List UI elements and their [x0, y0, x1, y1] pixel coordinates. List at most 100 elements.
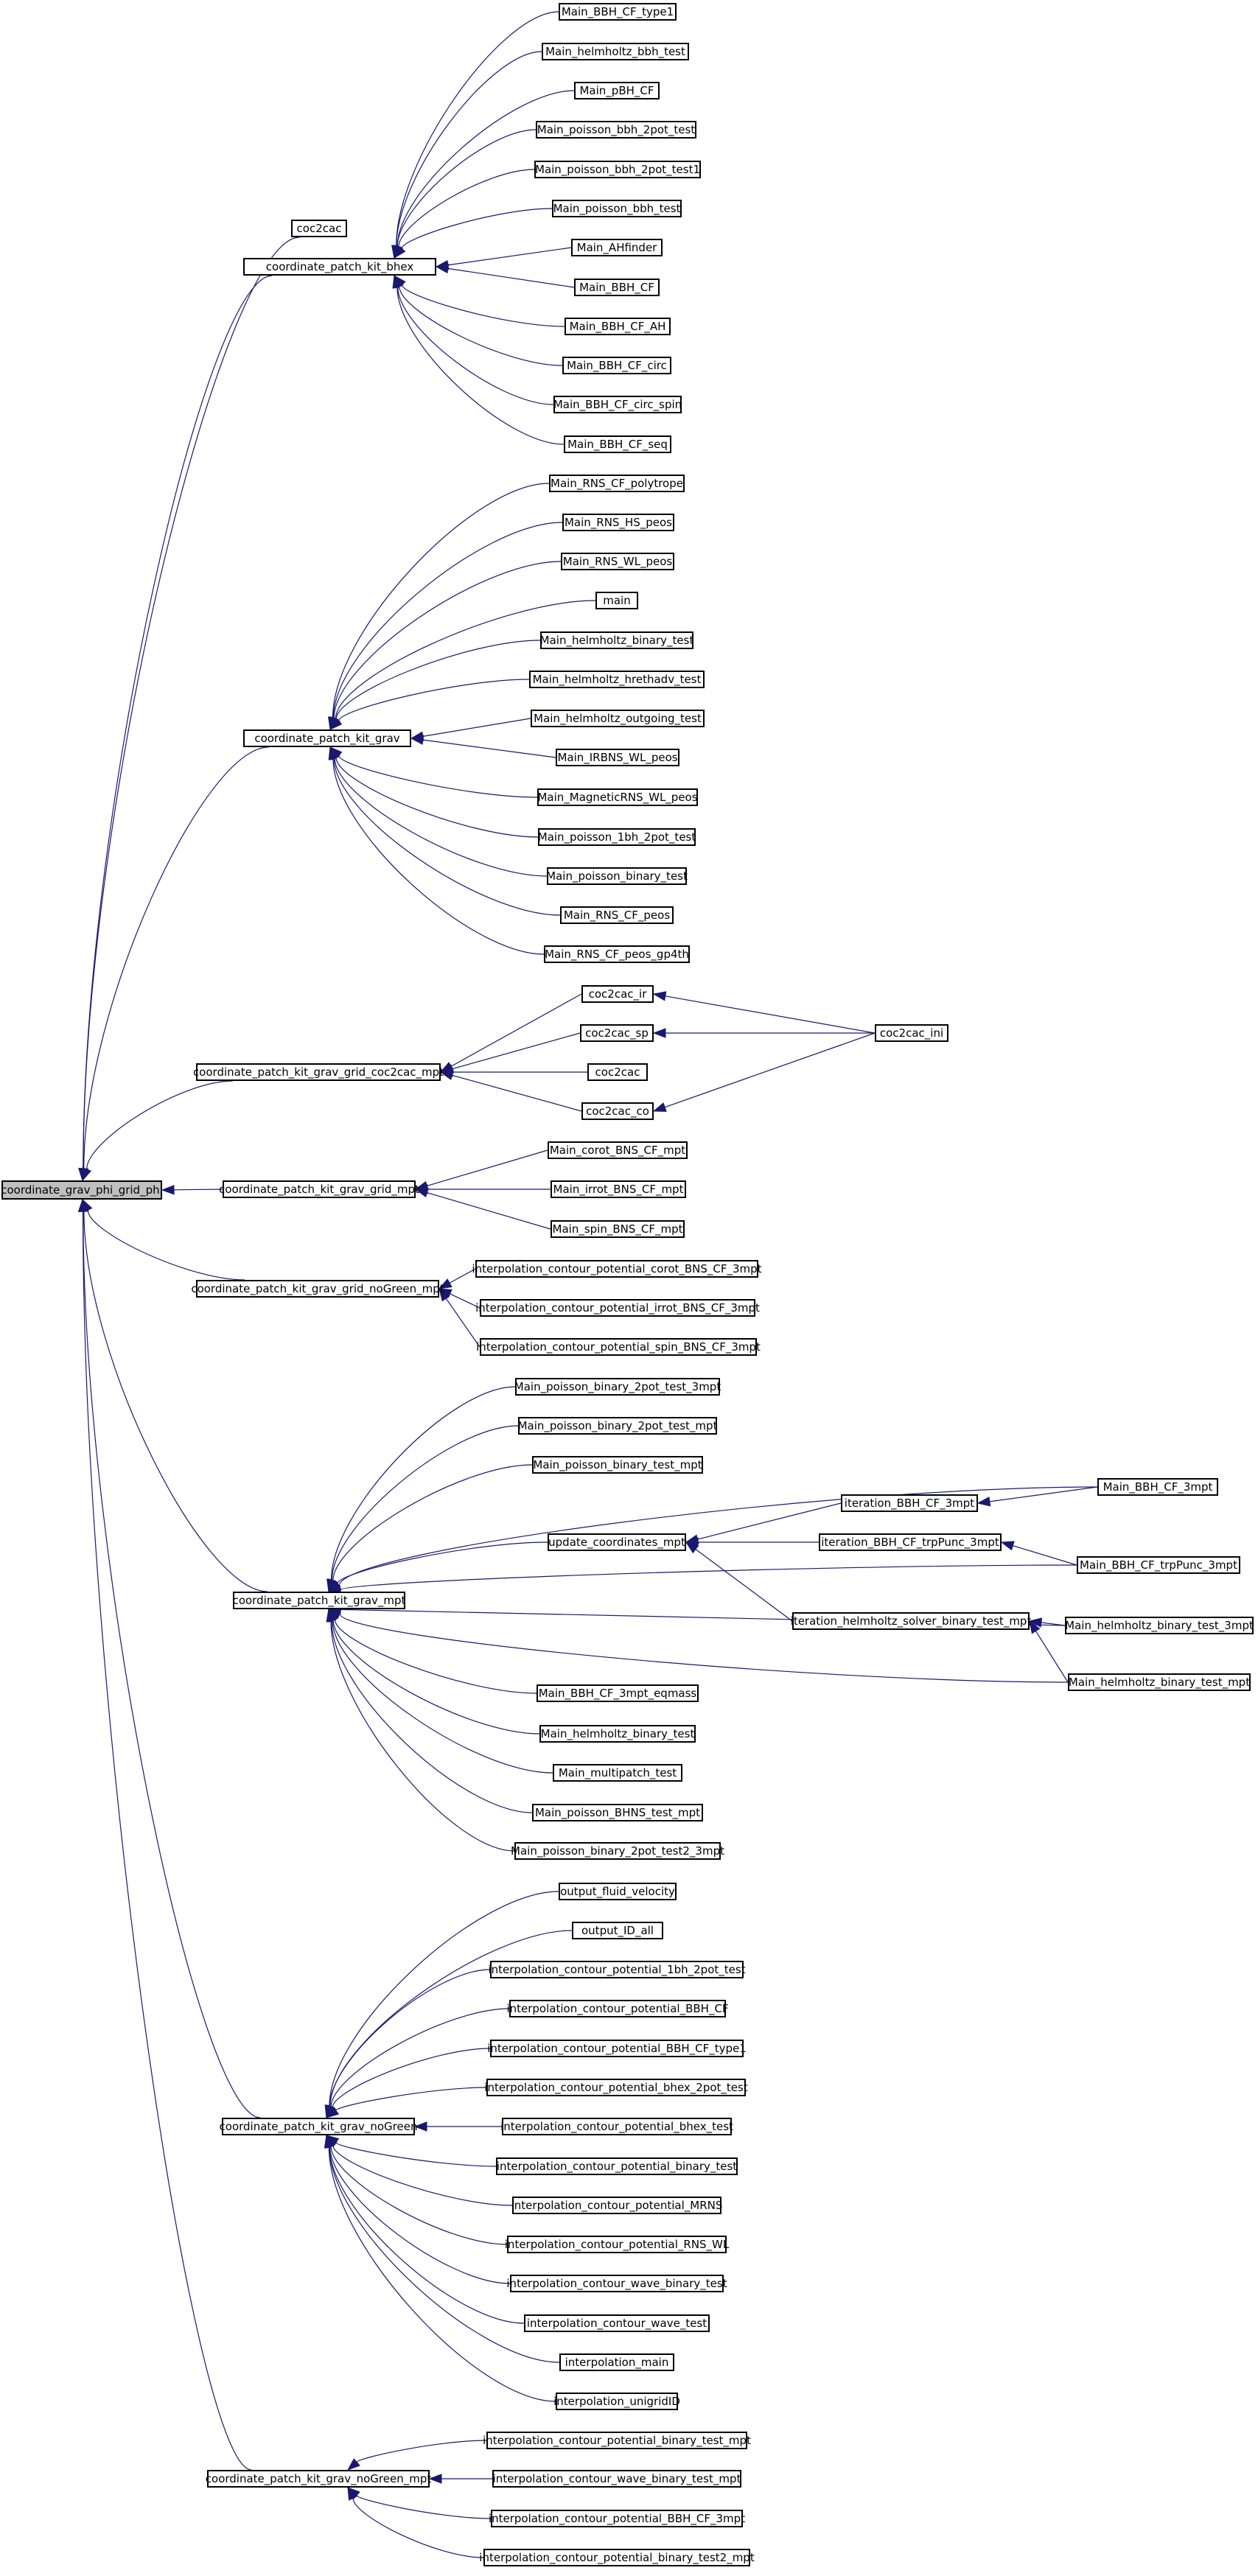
node-main-poisson-bhns-test-mpt[interactable]: Main_poisson_BHNS_test_mpt — [532, 1804, 703, 1821]
node-main-multipatch-test[interactable]: Main_multipatch_test — [553, 1764, 682, 1782]
node-patch-kit-grav-nogreen[interactable]: coordinate_patch_kit_grav_noGreen — [220, 2118, 417, 2135]
edge-grid_mpt-to-root-arrowhead — [161, 1185, 175, 1195]
node-main-poisson-binary-2pot-test-3mpt[interactable]: Main_poisson_binary_2pot_test_3mpt — [514, 1378, 721, 1396]
node-main-helmholtz-binary-test[interactable]: Main_helmholtz_binary_test — [540, 631, 693, 649]
node-patch-kit-grav-grid-coc2cac-mpt[interactable]: coordinate_patch_kit_grav_grid_coc2cac_m… — [193, 1063, 444, 1081]
node-interp-contour-potential-1bh-2pot-test[interactable]: interpolation_contour_potential_1bh_2pot… — [488, 1961, 746, 1978]
node-main-poisson-binary-test[interactable]: Main_poisson_binary_test — [546, 867, 688, 885]
node-interpolation-main[interactable]: interpolation_main — [559, 2353, 674, 2371]
edge-gmp_p2t3-to-grav_mpt — [330, 1386, 516, 1581]
edge-grav_p1bh-to-grav — [335, 757, 539, 838]
node-patch-kit-bhex[interactable]: coordinate_patch_kit_bhex — [243, 258, 436, 276]
node-main-bbh-cf-circ[interactable]: Main_BBH_CF_circ — [562, 357, 671, 374]
node-interp-contour-potential-irrot-bns-cf-3mpt[interactable]: interpolation_contour_potential_irrot_BN… — [475, 1299, 760, 1317]
node-patch-kit-grav-grid-nogreen-mpt[interactable]: coordinate_patch_kit_grav_grid_noGreen_m… — [191, 1280, 444, 1298]
node-main-helmholtz-bbh-test[interactable]: Main_helmholtz_bbh_test — [542, 43, 689, 60]
node-main-poisson-1bh-2pot-test[interactable]: Main_poisson_1bh_2pot_test — [538, 828, 696, 846]
edge-c2c_ir-to-c2c_mpt — [450, 993, 582, 1067]
node-main-poisson-binary-test-mpt[interactable]: Main_poisson_binary_test_mpt — [532, 1456, 703, 1474]
node-main-bbh-cf-3mpt[interactable]: Main_BBH_CF_3mpt — [1097, 1478, 1218, 1496]
node-main-bbh-cf-seq[interactable]: Main_BBH_CF_seq — [564, 435, 671, 453]
node-interp-contour-wave-binary-test-mpt[interactable]: interpolation_contour_wave_binary_test_m… — [492, 2470, 741, 2488]
node-interp-contour-potential-bbh-cf[interactable]: interpolation_contour_potential_BBH_CF — [506, 2000, 729, 2017]
node-main-ahfinder[interactable]: Main_AHfinder — [571, 239, 663, 256]
node-interp-contour-potential-bhex-test[interactable]: interpolation_contour_potential_bhex_tes… — [500, 2118, 733, 2135]
node-interp-contour-potential-bbh-cf-type1[interactable]: interpolation_contour_potential_BBH_CF_t… — [487, 2040, 747, 2057]
edge-bhex-to-root — [83, 275, 273, 1169]
node-interp-contour-potential-corot-bns-cf-3mpt[interactable]: interpolation_contour_potential_corot_BN… — [472, 1260, 762, 1278]
node-main-bbh-cf[interactable]: Main_BBH_CF — [574, 279, 660, 296]
edge-grav_poly-to-grav — [332, 483, 550, 718]
node-main-poisson-bbh-test[interactable]: Main_poisson_bbh_test — [552, 200, 682, 217]
node-main-magneticrns-wl-peos[interactable]: Main_MagneticRNS_WL_peos — [537, 788, 698, 806]
node-main-rns-cf-peos-gp4th[interactable]: Main_RNS_CF_peos_gp4th — [544, 945, 690, 963]
node-iteration-bbh-cf-trppunc-3mpt[interactable]: iteration_BBH_CF_trpPunc_3mpt — [819, 1533, 1002, 1551]
edge-gmp_p2tm-to-grav_mpt — [331, 1425, 519, 1581]
edge-grav_helmbin-to-grav — [335, 640, 541, 720]
node-coc2cac-sp[interactable]: coc2cac_sp — [580, 1024, 654, 1042]
node-interp-contour-potential-rns-wl[interactable]: interpolation_contour_potential_RNS_WL — [505, 2236, 729, 2253]
edge-ng_bhex2pot-to-nogreen — [335, 2087, 487, 2111]
node-output-id-all[interactable]: output_ID_all — [572, 1922, 663, 1939]
node-main-poisson-binary-2pot-test2-3mpt[interactable]: Main_poisson_binary_2pot_test2_3mpt — [511, 1842, 724, 1860]
node-main-helmholtz-binary-test-2[interactable]: Main_helmholtz_binary_test — [539, 1725, 696, 1743]
node-main-helmholtz-binary-test-3mpt[interactable]: Main_helmholtz_binary_test_3mpt — [1065, 1617, 1254, 1634]
node-interp-contour-wave-binary-test[interactable]: interpolation_contour_wave_binary_test — [506, 2275, 727, 2292]
node-coc2cac-ini[interactable]: coc2cac_ini — [875, 1024, 948, 1042]
node-interp-contour-potential-bhex-2pot-test[interactable]: interpolation_contour_potential_bhex_2po… — [484, 2079, 748, 2096]
edge-ng_grid_mpt-to-root — [87, 1210, 245, 1281]
node-main-poisson-bbh-2pot-test[interactable]: Main_poisson_bbh_2pot_test — [536, 121, 696, 139]
node-main-helmholtz-outgoing-test[interactable]: Main_helmholtz_outgoing_test — [531, 710, 705, 727]
node-output-fluid-velocity[interactable]: output_fluid_velocity — [559, 1883, 677, 1900]
node-coc2cac-co[interactable]: coc2cac_co — [581, 1102, 654, 1120]
node-main-corot-bns-cf-mpt[interactable]: Main_corot_BNS_CF_mpt — [548, 1141, 688, 1159]
node-main-bbh-cf-type1[interactable]: Main_BBH_CF_type1 — [559, 3, 677, 21]
edge-gmp_ithelm-to-gmp_upd — [695, 1549, 793, 1622]
edge-ng_wave-to-nogreen — [329, 2146, 525, 2324]
node-main-bbh-cf-circ-spin[interactable]: Main_BBH_CF_circ_spin — [553, 396, 682, 413]
node-main-helmholtz-binary-test-mpt[interactable]: Main_helmholtz_binary_test_mpt — [1068, 1673, 1251, 1691]
edge-gmp_bhns-to-grav_mpt — [331, 1620, 533, 1813]
node-patch-kit-grav-nogreen-mpt[interactable]: coordinate_patch_kit_grav_noGreen_mpt — [206, 2470, 431, 2488]
node-interp-contour-potential-binary-test2-mpt[interactable]: interpolation_contour_potential_binary_t… — [479, 2549, 755, 2566]
edge-ngg_irrot-to-ng_grid_mpt — [450, 1293, 481, 1309]
node-main-bbh-cf-3mpt-eqmass[interactable]: Main_BBH_CF_3mpt_eqmass — [537, 1684, 699, 1702]
node-coc2cac-top[interactable]: coc2cac — [291, 220, 347, 237]
node-main-helmholtz-hrethadv-test[interactable]: Main_helmholtz_hrethadv_test — [529, 671, 705, 688]
node-main-irbns-wl-peos[interactable]: Main_IRBNS_WL_peos — [556, 749, 679, 766]
node-interp-contour-potential-binary-test[interactable]: interpolation_contour_potential_binary_t… — [496, 2157, 738, 2175]
node-interp-contour-potential-bbh-cf-3mpt[interactable]: interpolation_contour_potential_BBH_CF_3… — [489, 2510, 745, 2527]
node-main-irrot-bns-cf-mpt[interactable]: Main_irrot_BNS_CF_mpt — [551, 1180, 686, 1198]
node-patch-kit-grav-grid-mpt[interactable]: coordinate_patch_kit_grav_grid_mpt — [219, 1180, 419, 1198]
node-update-coordinates-mpt[interactable]: update_coordinates_mpt — [548, 1533, 686, 1551]
edge-grav-to-root — [83, 746, 269, 1169]
edge-bhex_seq-to-bhex — [396, 287, 565, 445]
edge-gm_corot-to-grid_mpt — [427, 1149, 548, 1187]
node-main-poisson-binary-2pot-test-mpt[interactable]: Main_poisson_binary_2pot_test_mpt — [518, 1417, 717, 1435]
node-interpolation-unigridid[interactable]: interpolation_unigridID — [553, 2393, 680, 2410]
node-main-rns-wl-peos[interactable]: Main_RNS_WL_peos — [561, 553, 674, 570]
edge-gmp_bbhtrp-to-gmp_ittrp — [1013, 1545, 1077, 1566]
node-main-rns-hs-peos[interactable]: Main_RNS_HS_peos — [562, 514, 674, 531]
edge-gmp_multi-to-grav_mpt — [332, 1620, 553, 1774]
node-main-bbh-cf-ah[interactable]: Main_BBH_CF_AH — [565, 318, 671, 335]
node-main-rns-cf-peos[interactable]: Main_RNS_CF_peos — [560, 906, 674, 924]
node-iteration-helmholtz-solver-binary-test-mpt[interactable]: iteration_helmholtz_solver_binary_test_m… — [791, 1612, 1031, 1630]
edge-gmp_bbh3-to-gmp_itbbh-arrowhead — [976, 1497, 991, 1507]
node-main[interactable]: main — [595, 592, 638, 609]
node-iteration-bbh-cf-3mpt[interactable]: iteration_BBH_CF_3mpt — [841, 1494, 978, 1512]
node-main-spin-bns-cf-mpt[interactable]: Main_spin_BNS_CF_mpt — [551, 1220, 685, 1238]
node-interp-contour-potential-mrns[interactable]: interpolation_contour_potential_MRNS — [511, 2197, 722, 2214]
node-main-pbh-cf[interactable]: Main_pBH_CF — [574, 82, 660, 99]
node-coc2cac-ir[interactable]: coc2cac_ir — [581, 985, 654, 1003]
node-main-poisson-bbh-2pot-test1[interactable]: Main_poisson_bbh_2pot_test1 — [534, 161, 701, 178]
node-interp-contour-potential-spin-bns-cf-3mpt[interactable]: interpolation_contour_potential_spin_BNS… — [476, 1338, 761, 1356]
node-patch-kit-grav-mpt[interactable]: coordinate_patch_kit_grav_mpt — [233, 1592, 405, 1609]
node-patch-kit-grav[interactable]: coordinate_patch_kit_grav — [243, 729, 411, 747]
node-coc2cac[interactable]: coc2cac — [587, 1063, 648, 1081]
node-main-bbh-cf-trppunc-3mpt[interactable]: Main_BBH_CF_trpPunc_3mpt — [1077, 1556, 1240, 1574]
node-interp-contour-wave-test[interactable]: interpolation_contour_wave_test — [524, 2314, 710, 2332]
node-interp-contour-potential-binary-test-mpt[interactable]: interpolation_contour_potential_binary_t… — [483, 2432, 751, 2449]
node-main-rns-cf-polytrope[interactable]: Main_RNS_CF_polytrope — [549, 475, 685, 492]
